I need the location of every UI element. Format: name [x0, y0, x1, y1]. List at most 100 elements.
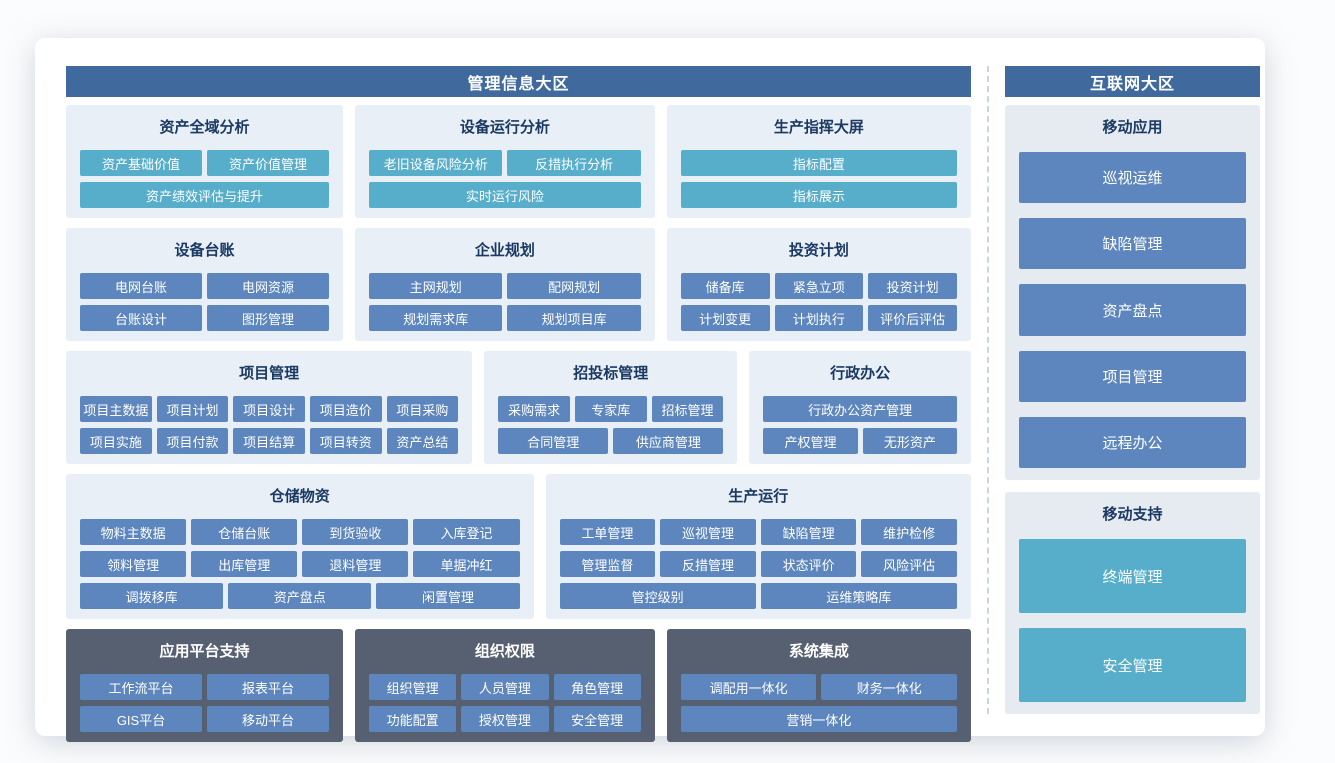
- module-button[interactable]: 功能配置: [369, 706, 457, 732]
- module-button[interactable]: 行政办公资产管理: [763, 396, 957, 422]
- module-button[interactable]: 项目管理: [1019, 350, 1246, 402]
- module-button[interactable]: 资产总结: [386, 428, 459, 454]
- module-button[interactable]: 评价后评估: [868, 305, 958, 331]
- module-button[interactable]: 项目设计: [233, 396, 305, 422]
- module-button[interactable]: 退料管理: [302, 551, 409, 577]
- module-button[interactable]: 项目主数据: [80, 396, 152, 422]
- module-button[interactable]: GIS平台: [80, 706, 203, 732]
- module-button[interactable]: 电网台账: [80, 273, 203, 299]
- module-button[interactable]: 资产盘点: [228, 583, 372, 609]
- module-button[interactable]: 授权管理: [461, 706, 549, 732]
- module-button[interactable]: 电网资源: [207, 273, 330, 299]
- module-button[interactable]: 状态评价: [760, 551, 857, 577]
- module-button[interactable]: 合同管理: [498, 428, 609, 454]
- module-button[interactable]: 指标展示: [680, 182, 957, 208]
- module-button[interactable]: 终端管理: [1019, 539, 1246, 613]
- section-title: 生产运行: [728, 488, 789, 505]
- module-button[interactable]: 角色管理: [553, 674, 641, 700]
- module-button[interactable]: 资产基础价值: [80, 150, 203, 176]
- module-button[interactable]: 规划需求库: [369, 305, 503, 331]
- section-title: 系统集成: [788, 643, 849, 660]
- module-button[interactable]: 移动平台: [207, 706, 330, 732]
- module-button[interactable]: 配网规划: [507, 273, 641, 299]
- module-button[interactable]: 资产盘点: [1019, 284, 1246, 336]
- module-button[interactable]: 投资计划: [868, 273, 958, 299]
- module-button[interactable]: 调拨移库: [80, 583, 224, 609]
- module-button[interactable]: 工单管理: [559, 519, 656, 545]
- section-title: 项目管理: [239, 365, 300, 382]
- module-button[interactable]: 无形资产: [862, 428, 957, 454]
- module-button[interactable]: 资产价值管理: [207, 150, 330, 176]
- button-row: 储备库紧急立项投资计划: [680, 273, 958, 299]
- module-button[interactable]: 项目转资: [309, 428, 382, 454]
- module-button[interactable]: 资产绩效评估与提升: [80, 182, 330, 208]
- module-button[interactable]: 反措管理: [660, 551, 756, 577]
- module-button[interactable]: 人员管理: [461, 674, 549, 700]
- module-button[interactable]: 招标管理: [651, 396, 724, 422]
- module-button[interactable]: 计划变更: [680, 305, 770, 331]
- module-button[interactable]: 实时运行风险: [369, 182, 641, 208]
- module-button[interactable]: 储备库: [680, 273, 770, 299]
- button-row: 工作流平台报表平台: [80, 674, 330, 700]
- module-button[interactable]: 远程办公: [1019, 416, 1246, 469]
- button-row: 管理监督反措管理状态评价风险评估: [559, 551, 957, 577]
- button-row: 组织管理人员管理角色管理: [369, 674, 641, 700]
- module-button[interactable]: 闲置管理: [376, 583, 520, 609]
- module-button[interactable]: 供应商管理: [613, 428, 724, 454]
- module-button[interactable]: 安全管理: [1019, 628, 1246, 702]
- module-button[interactable]: 安全管理: [553, 706, 641, 732]
- module-button[interactable]: 规划项目库: [507, 305, 641, 331]
- module-button[interactable]: 专家库: [574, 396, 647, 422]
- module-button[interactable]: 计划执行: [774, 305, 864, 331]
- button-row: 指标配置: [680, 150, 957, 176]
- module-button[interactable]: 领料管理: [80, 551, 187, 577]
- module-button[interactable]: 财务一体化: [821, 674, 958, 700]
- module-button[interactable]: 台账设计: [80, 305, 203, 331]
- module-button[interactable]: 项目采购: [386, 396, 459, 422]
- module-button[interactable]: 营销一体化: [680, 706, 957, 732]
- module-button[interactable]: 项目实施: [80, 428, 152, 454]
- module-button[interactable]: 仓储台账: [191, 519, 298, 545]
- module-button[interactable]: 指标配置: [680, 150, 957, 176]
- section-card: 设备台账电网台账电网资源台账设计图形管理: [66, 228, 344, 341]
- module-button[interactable]: 调配用一体化: [680, 674, 817, 700]
- zone-internet: 互联网大区 移动应用巡视运维缺陷管理资产盘点项目管理远程办公移动支持终端管理安全…: [1005, 66, 1260, 714]
- module-button[interactable]: 项目付款: [156, 428, 229, 454]
- module-button[interactable]: 维护检修: [861, 519, 957, 545]
- module-button[interactable]: 主网规划: [369, 273, 503, 299]
- module-button[interactable]: 缺陷管理: [760, 519, 857, 545]
- module-button[interactable]: 管理监督: [559, 551, 656, 577]
- module-button[interactable]: 出库管理: [191, 551, 298, 577]
- module-button[interactable]: 项目结算: [233, 428, 305, 454]
- module-button[interactable]: 产权管理: [763, 428, 858, 454]
- module-button[interactable]: 到货验收: [302, 519, 409, 545]
- section-title: 生产指挥大屏: [773, 119, 864, 136]
- section-title: 应用平台支持: [159, 643, 250, 660]
- module-button[interactable]: 紧急立项: [774, 273, 864, 299]
- module-button[interactable]: 项目造价: [309, 396, 382, 422]
- module-button[interactable]: 巡视管理: [660, 519, 756, 545]
- module-button[interactable]: 报表平台: [207, 674, 330, 700]
- module-button[interactable]: 反措执行分析: [507, 150, 641, 176]
- module-button[interactable]: 巡视运维: [1019, 152, 1246, 204]
- button-row: 项目主数据项目计划项目设计项目造价项目采购: [80, 396, 459, 422]
- module-button[interactable]: 采购需求: [498, 396, 570, 422]
- module-button[interactable]: 物料主数据: [80, 519, 187, 545]
- module-button[interactable]: 工作流平台: [80, 674, 203, 700]
- module-button[interactable]: 组织管理: [369, 674, 457, 700]
- button-row: 调拨移库资产盘点闲置管理: [80, 583, 520, 609]
- module-button[interactable]: 入库登记: [413, 519, 520, 545]
- section-title: 投资计划: [788, 242, 849, 259]
- module-button[interactable]: 单据冲红: [413, 551, 520, 577]
- architecture-board: 管理信息大区 资产全域分析资产基础价值资产价值管理资产绩效评估与提升设备运行分析…: [35, 38, 1265, 742]
- module-button[interactable]: 项目计划: [156, 396, 229, 422]
- module-button[interactable]: 缺陷管理: [1019, 218, 1246, 270]
- module-button[interactable]: 管控级别: [559, 583, 756, 609]
- button-row: 实时运行风险: [369, 182, 641, 208]
- button-row: 项目实施项目付款项目结算项目转资资产总结: [80, 428, 459, 454]
- module-button[interactable]: 老旧设备风险分析: [369, 150, 503, 176]
- module-button[interactable]: 图形管理: [207, 305, 330, 331]
- module-button[interactable]: 运维策略库: [760, 583, 958, 609]
- module-button[interactable]: 风险评估: [861, 551, 957, 577]
- button-row: 工单管理巡视管理缺陷管理维护检修: [559, 519, 957, 545]
